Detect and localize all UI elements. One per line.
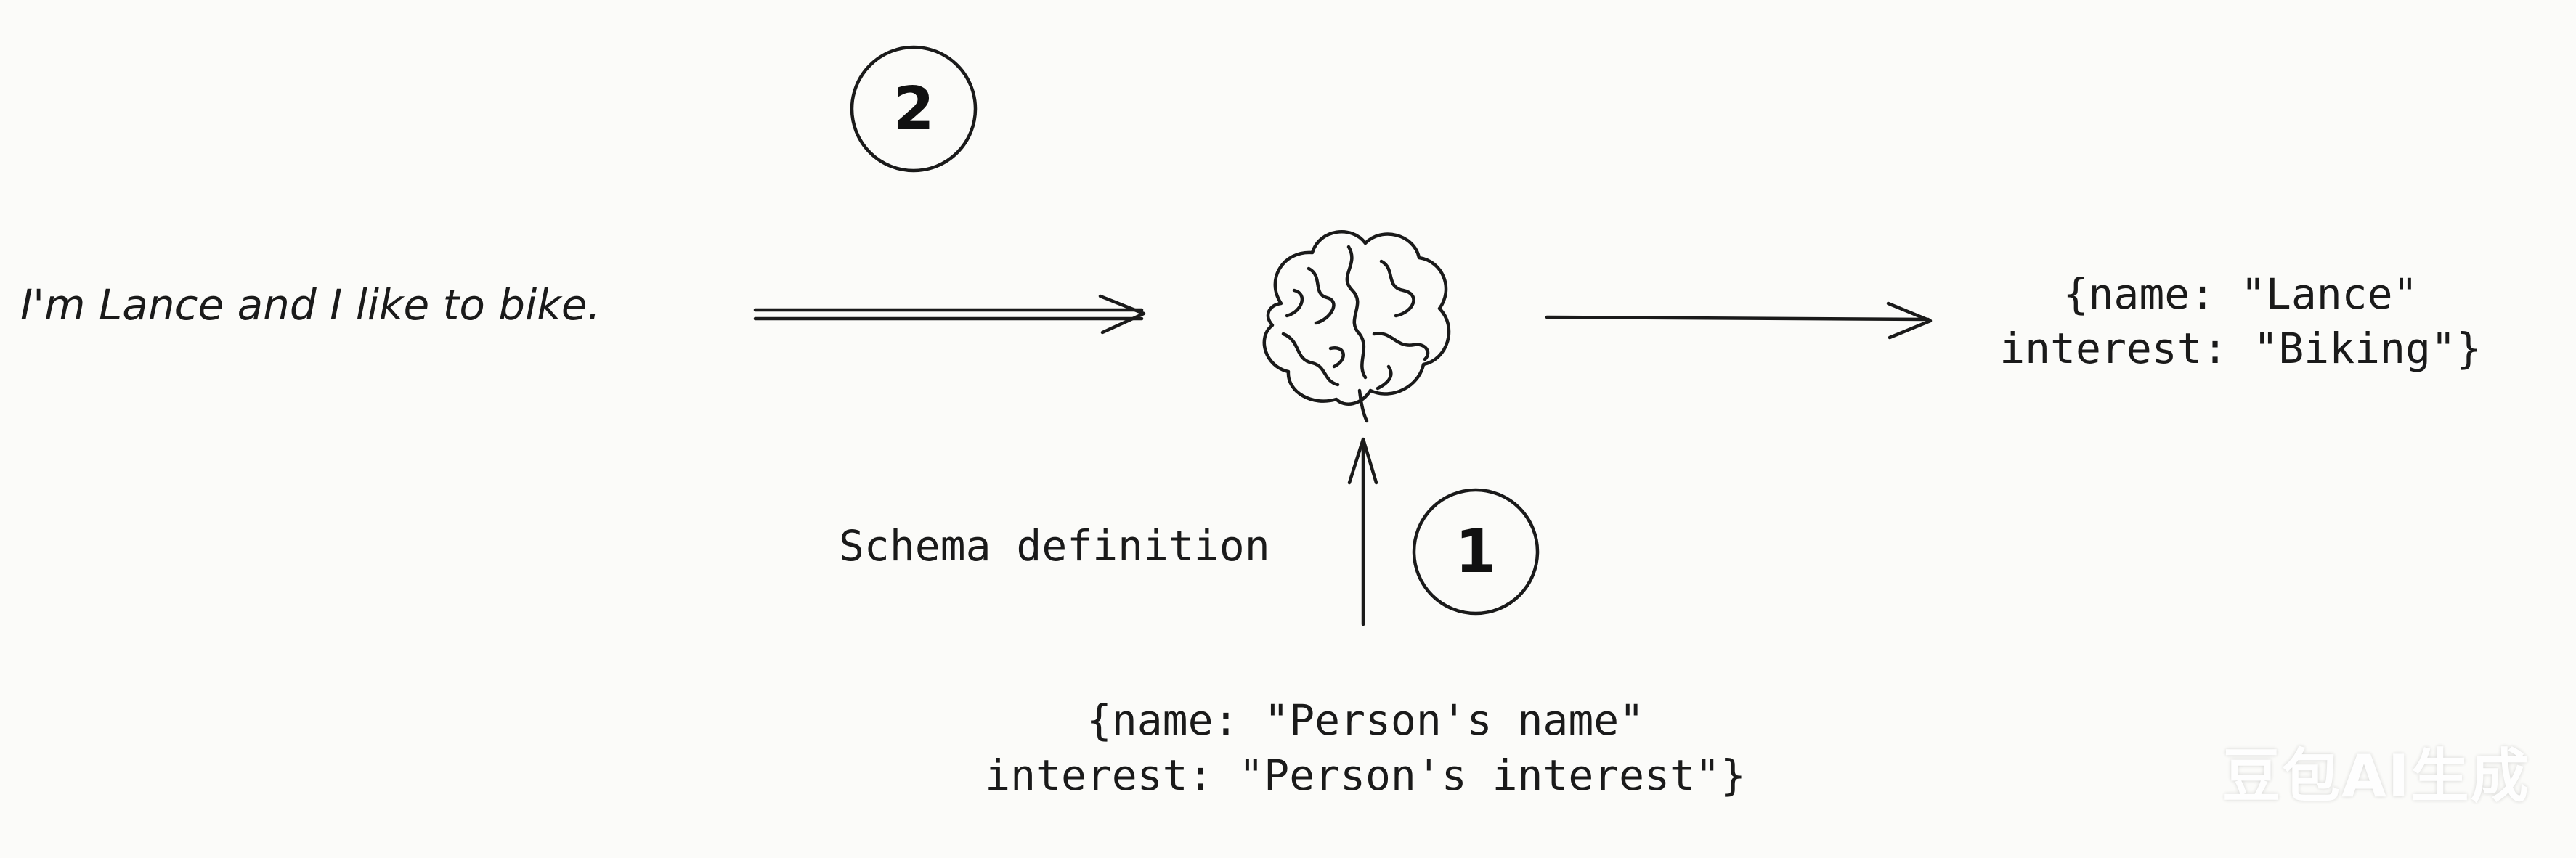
step-2-number: 2 [893,75,934,144]
output-line-1: {name: "Lance" [2063,269,2418,319]
step-1-badge: 1 [1412,488,1540,616]
output-line-2: interest: "Biking"} [1999,324,2481,373]
output-arrow [1545,301,1933,340]
watermark: 豆包AI生成 [2222,743,2530,810]
schema-label: Schema definition [839,521,1270,571]
input-text: I'm Lance and I like to bike. [20,280,601,330]
schema-line-2: interest: "Person's interest"} [985,751,1746,800]
brain-icon [1262,230,1451,423]
input-arrow [753,294,1146,335]
schema-line-1: {name: "Person's name" [1086,695,1644,745]
step-1-number: 1 [1455,518,1496,587]
step-2-badge: 2 [850,45,978,173]
schema-arrow [1347,437,1378,626]
